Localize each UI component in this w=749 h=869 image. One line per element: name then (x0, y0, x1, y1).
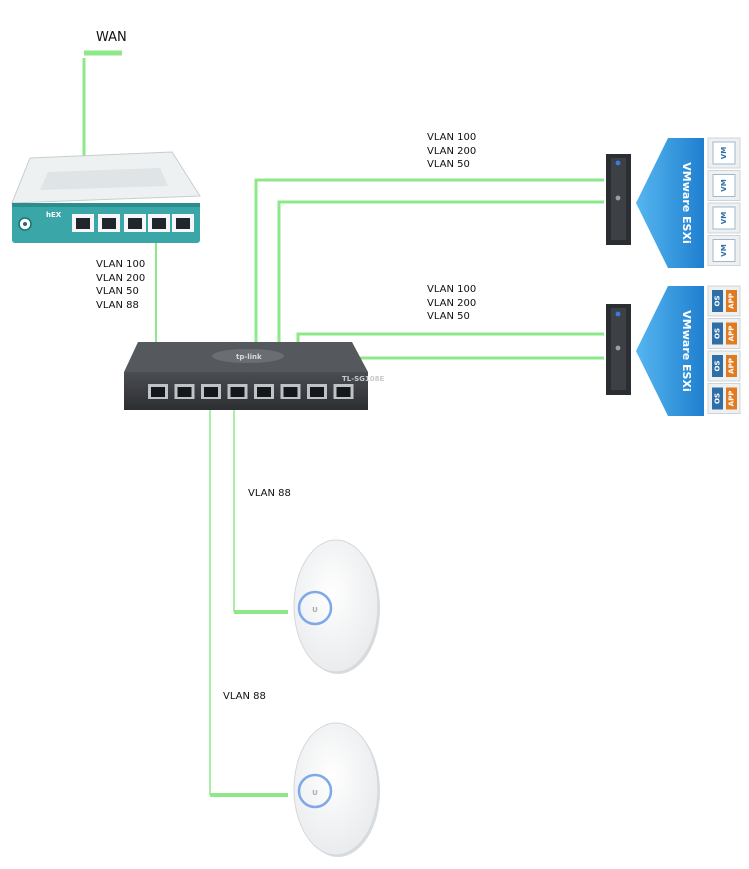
ap2-vlan-label: VLAN 88 (223, 691, 266, 702)
esxi-banner-2 (636, 286, 704, 416)
ap1-logo: U (312, 606, 318, 614)
app-tag (726, 355, 737, 377)
ap2-logo: U (312, 789, 318, 797)
os-tile-label: OS (714, 296, 722, 307)
app-tag-label: APP (728, 326, 736, 342)
host1-link-a (254, 178, 604, 376)
switch-port-socket (177, 387, 192, 397)
os-chip (712, 387, 723, 410)
vm-chip (712, 174, 736, 197)
host1-vlan-label: VLAN 50 (427, 159, 470, 170)
host1-link-b (277, 200, 604, 376)
switch-ports (148, 384, 354, 399)
vm-tiles-1: VM VM VM VM (707, 137, 741, 266)
access-point-2: U (293, 722, 380, 857)
esxi-banner-1 (636, 138, 704, 268)
router-model-label: hEX (46, 211, 62, 219)
router-vlan-list: VLAN 100 VLAN 200 VLAN 50 VLAN 88 (96, 258, 145, 312)
wan-label: WAN (96, 30, 127, 45)
esxi-host-2: VMware ESXi OS APP OS APP OS APP OS APP (606, 285, 741, 416)
router-vlan-label: VLAN 88 (96, 299, 139, 311)
router: hEX (11, 151, 201, 243)
os-tile-label: OS (714, 361, 722, 372)
switch-port-socket (204, 387, 218, 397)
vm-chip (712, 206, 736, 230)
ap2-led-ring (297, 773, 333, 809)
router-vlan-label: VLAN 100 (96, 259, 146, 270)
switch-port-socket (257, 387, 271, 397)
host2-vlan-label: VLAN 50 (427, 311, 470, 322)
vm-chip (712, 141, 736, 165)
switch-port-socket (230, 387, 245, 397)
switch: tp-link TL-SG108E (124, 342, 385, 410)
app-tag-label: APP (728, 293, 736, 309)
esxi-host-1: VMware ESXi VM VM VM VM (606, 137, 741, 268)
os-chip (712, 322, 723, 345)
vm-tile-label: VM (720, 179, 728, 191)
host2-link-b (331, 356, 604, 376)
switch-model: TL-SG108E (342, 375, 385, 383)
vm-tile-label: VM (720, 212, 728, 224)
os-tile-label: OS (714, 393, 722, 404)
switch-brand: tp-link (236, 353, 262, 361)
router-vlan-label: VLAN 200 (96, 272, 146, 284)
esxi-banner-1-label: VMware ESXi (680, 162, 693, 243)
switch-port-socket (151, 387, 165, 397)
host2-vlan-label: VLAN 200 (427, 297, 477, 309)
host1-vlan-list: VLAN 100 VLAN 200 VLAN 50 (427, 131, 476, 172)
app-tag (726, 290, 737, 312)
switch-port-socket (310, 387, 324, 397)
app-tag (726, 387, 737, 410)
host1-vlan-label: VLAN 200 (427, 145, 477, 157)
host2-vlan-label: VLAN 100 (427, 284, 477, 295)
app-tag (726, 322, 737, 345)
os-tiles-2: OS APP OS APP OS APP OS APP (707, 285, 741, 414)
os-chip (712, 290, 723, 312)
app-tag-label: APP (728, 391, 736, 407)
os-tile-label: OS (714, 328, 722, 339)
vm-chip (712, 239, 736, 262)
router-vlan-label: VLAN 50 (96, 286, 139, 297)
app-tag-label: APP (728, 358, 736, 374)
host2-vlan-list: VLAN 100 VLAN 200 VLAN 50 (427, 283, 476, 324)
os-chip (712, 355, 723, 377)
access-point-1: U (293, 539, 380, 674)
switch-port-socket (336, 387, 351, 397)
host1-vlan-label: VLAN 100 (427, 132, 477, 143)
ap1-led-ring (297, 590, 333, 626)
vm-tile-label: VM (720, 147, 728, 159)
ap1-vlan-label: VLAN 88 (248, 488, 291, 499)
vm-tile-label: VM (720, 244, 728, 256)
esxi-banner-2-label: VMware ESXi (680, 310, 693, 391)
switch-port-socket (283, 387, 298, 397)
